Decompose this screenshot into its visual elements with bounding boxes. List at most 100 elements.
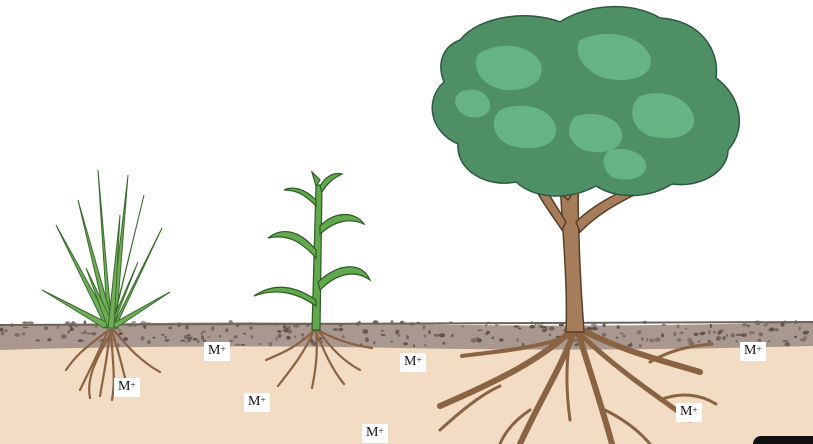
gravel-speck bbox=[413, 344, 415, 347]
gravel-speck bbox=[87, 333, 91, 335]
gravel-speck bbox=[616, 337, 619, 339]
gravel-speck bbox=[662, 324, 665, 326]
gravel-speck bbox=[283, 325, 286, 328]
gravel-speck bbox=[689, 341, 695, 345]
gravel-speck bbox=[736, 334, 742, 336]
gravel-speck bbox=[225, 328, 228, 332]
gravel-speck bbox=[710, 324, 712, 328]
gravel-speck bbox=[342, 335, 345, 338]
gravel-speck bbox=[694, 334, 698, 336]
gravel-speck bbox=[36, 339, 40, 341]
gravel-speck bbox=[168, 327, 172, 330]
gravel-speck bbox=[397, 334, 400, 336]
gravel-speck bbox=[235, 344, 240, 346]
gravel-speck bbox=[499, 338, 504, 341]
gravel-speck bbox=[620, 333, 624, 335]
gravel-speck bbox=[1, 332, 5, 335]
gravel-speck bbox=[68, 330, 70, 333]
gravel-speck bbox=[603, 323, 606, 327]
gravel-speck bbox=[736, 340, 738, 343]
ion-symbol: M bbox=[208, 343, 220, 358]
gravel-speck bbox=[516, 338, 519, 342]
gravel-speck bbox=[530, 325, 535, 329]
gravel-speck bbox=[202, 330, 206, 333]
ion-label: M+ bbox=[362, 424, 388, 443]
gravel-speck bbox=[381, 334, 386, 336]
gravel-speck bbox=[646, 338, 648, 342]
gravel-speck bbox=[185, 325, 189, 329]
ion-symbol: M bbox=[366, 425, 378, 440]
gravel-speck bbox=[769, 328, 774, 331]
ion-symbol: M bbox=[248, 394, 260, 409]
gravel-speck bbox=[22, 332, 26, 335]
gravel-speck bbox=[794, 336, 797, 338]
gravel-speck bbox=[742, 323, 747, 327]
ion-symbol: M bbox=[404, 354, 416, 369]
gravel-speck bbox=[81, 332, 86, 334]
gravel-speck bbox=[731, 333, 735, 337]
gravel-speck bbox=[434, 334, 440, 337]
gravel-speck bbox=[677, 338, 682, 342]
gravel-speck bbox=[680, 332, 684, 334]
gravel-speck bbox=[78, 339, 84, 342]
gravel-speck bbox=[201, 335, 204, 340]
gravel-speck bbox=[677, 324, 680, 328]
gravel-speck bbox=[641, 337, 644, 340]
gravel-speck bbox=[47, 338, 51, 341]
gravel-speck bbox=[492, 336, 494, 339]
gravel-speck bbox=[131, 321, 136, 323]
gravel-speck bbox=[91, 332, 96, 335]
gravel-speck bbox=[782, 340, 788, 342]
gravel-speck bbox=[542, 329, 546, 332]
gravel-speck bbox=[708, 330, 710, 334]
gravel-speck bbox=[161, 334, 164, 336]
gravel-speck bbox=[44, 327, 48, 330]
gravel-speck bbox=[184, 335, 190, 340]
gravel-speck bbox=[548, 334, 551, 336]
gravel-speck bbox=[747, 324, 750, 327]
gravel-speck bbox=[775, 328, 779, 331]
gravel-speck bbox=[118, 329, 120, 332]
ion-symbol: M bbox=[744, 343, 756, 358]
gravel-speck bbox=[251, 335, 253, 339]
gravel-speck bbox=[406, 335, 409, 340]
gravel-speck bbox=[592, 327, 598, 331]
gravel-speck bbox=[424, 344, 427, 346]
gravel-speck bbox=[241, 344, 246, 346]
gravel-speck bbox=[95, 326, 98, 328]
gravel-speck bbox=[276, 337, 278, 341]
gravel-speck bbox=[741, 333, 747, 337]
gravel-speck bbox=[803, 331, 809, 334]
gravel-speck bbox=[513, 325, 519, 327]
gravel-speck bbox=[286, 336, 291, 340]
gravel-speck bbox=[424, 335, 427, 338]
gravel-speck bbox=[193, 338, 198, 341]
gravel-speck bbox=[363, 329, 369, 334]
gravel-speck bbox=[442, 342, 445, 345]
gravel-speck bbox=[784, 342, 790, 346]
gravel-speck bbox=[655, 337, 661, 342]
gravel-speck bbox=[639, 344, 642, 347]
gravel-speck bbox=[278, 334, 281, 338]
gravel-speck bbox=[395, 330, 399, 335]
gravel-speck bbox=[685, 327, 687, 330]
gravel-speck bbox=[722, 336, 726, 340]
gravel-speck bbox=[207, 336, 210, 338]
gravel-speck bbox=[277, 330, 282, 333]
gravel-speck bbox=[301, 333, 304, 336]
gravel-speck bbox=[197, 340, 200, 343]
gravel-speck bbox=[439, 333, 445, 337]
gravel-speck bbox=[403, 342, 408, 345]
gravel-speck bbox=[630, 342, 632, 346]
gravel-speck bbox=[243, 333, 246, 335]
gravel-speck bbox=[185, 341, 188, 343]
gravel-speck bbox=[763, 325, 766, 327]
ion-label: M+ bbox=[676, 403, 702, 422]
gravel-speck bbox=[471, 338, 477, 342]
young-plant bbox=[254, 172, 370, 330]
gravel-speck bbox=[70, 327, 74, 331]
ion-label: M+ bbox=[244, 393, 270, 412]
corner-tab bbox=[753, 436, 813, 444]
gravel-speck bbox=[269, 342, 273, 347]
